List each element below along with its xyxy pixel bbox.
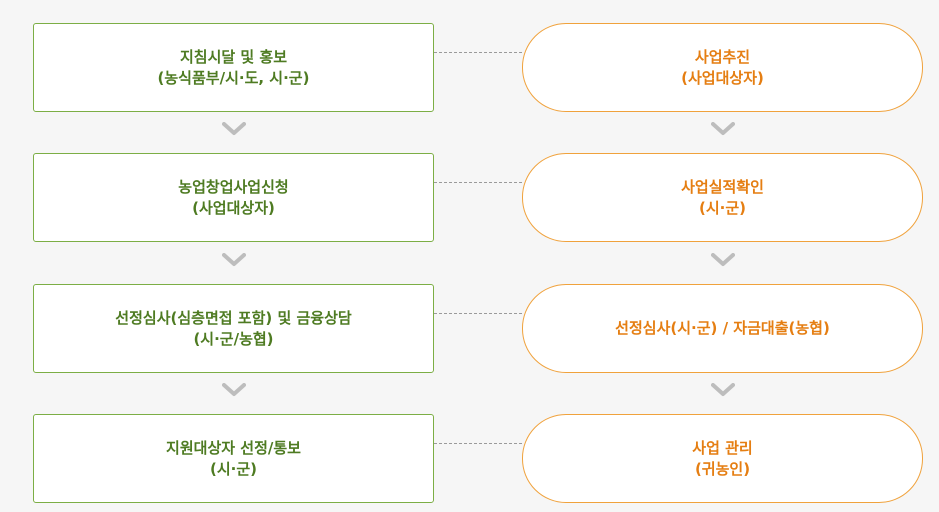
connector-3 [434, 313, 522, 314]
chevron-down-icon [711, 253, 735, 267]
left-step-2-title: 농업창업사업신청 [178, 177, 289, 196]
left-step-3-title: 선정심사(심층면접 포함) 및 금융상담 [115, 308, 352, 327]
right-step-2-title: 사업실적확인 [681, 177, 764, 196]
chevron-down-icon [222, 122, 246, 136]
left-step-4-title: 지원대상자 선정/통보 [166, 438, 301, 457]
chevron-down-icon [711, 383, 735, 397]
right-step-1: 사업추진 (사업대상자) [522, 23, 923, 112]
right-step-1-sub: (사업대상자) [681, 68, 764, 87]
left-step-1-title: 지침시달 및 홍보 [179, 47, 288, 66]
left-step-4: 지원대상자 선정/통보 (시·군) [33, 414, 434, 503]
chevron-down-icon [711, 122, 735, 136]
right-step-4-title: 사업 관리 [692, 438, 753, 457]
right-step-1-title: 사업추진 [694, 47, 751, 66]
connector-1 [434, 52, 522, 53]
right-step-4-sub: (귀농인) [694, 459, 751, 478]
right-step-2-sub: (시·군) [698, 198, 746, 217]
left-step-2: 농업창업사업신청 (사업대상자) [33, 153, 434, 242]
chevron-down-icon [222, 383, 246, 397]
left-step-3-sub: (시·군/농협) [193, 329, 274, 348]
connector-2 [434, 182, 522, 183]
right-step-4: 사업 관리 (귀농인) [522, 414, 923, 503]
chevron-down-icon [222, 253, 246, 267]
right-step-3: 선정심사(시·군) / 자금대출(농협) [522, 284, 923, 373]
left-step-2-sub: (사업대상자) [192, 198, 275, 217]
left-step-1: 지침시달 및 홍보 (농식품부/시·도, 시·군) [33, 23, 434, 112]
right-step-3-title: 선정심사(시·군) / 자금대출(농협) [615, 319, 830, 337]
connector-4 [434, 443, 522, 444]
left-step-1-sub: (농식품부/시·도, 시·군) [157, 68, 310, 87]
right-step-2: 사업실적확인 (시·군) [522, 153, 923, 242]
left-step-3: 선정심사(심층면접 포함) 및 금융상담 (시·군/농협) [33, 284, 434, 373]
left-step-4-sub: (시·군) [209, 459, 257, 478]
